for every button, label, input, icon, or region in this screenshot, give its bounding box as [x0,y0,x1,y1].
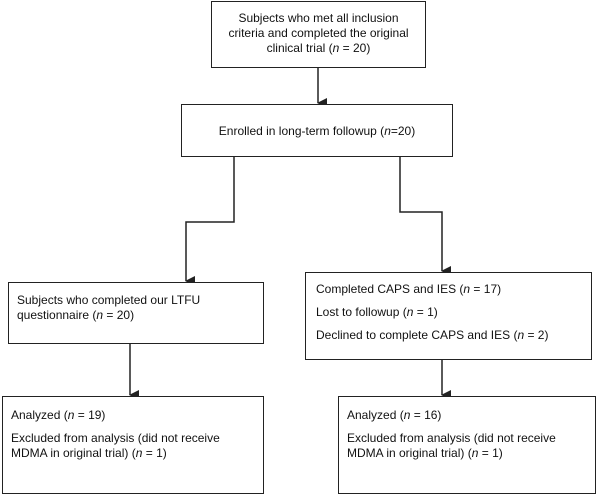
node-text: clinical trial (n = 20) [222,41,415,56]
arrow-enroll-to-caps [399,157,451,276]
n-symbol: n [406,305,414,319]
text-part: = 1) [478,446,503,460]
node-analyzed-right: Analyzed (n = 16) Excluded from analysis… [338,396,596,494]
node-text: Analyzed (n = 19) [11,408,255,423]
node-ltfu-questionnaire: Subjects who completed our LTFU question… [8,282,264,344]
text-part: MDMA in original trial) ( [11,446,136,460]
n-symbol: n [135,446,143,460]
node-text: Enrolled in long-term followup (n=20) [190,124,444,139]
node-text: Declined to complete CAPS and IES (n = 2… [316,328,581,343]
node-text: MDMA in original trial) (n = 1) [11,446,255,461]
text-part: Completed CAPS and IES ( [316,282,464,296]
arrow-enroll-to-ltfu [185,157,235,286]
n-symbol: n [517,328,525,342]
text-part: Lost to followup ( [316,305,407,319]
text-part: = 17) [470,282,502,296]
node-text: Excluded from analysis (did not receive [347,431,556,445]
n-symbol: n [403,408,411,422]
text-part: =20) [390,124,416,138]
n-symbol: n [332,41,340,55]
n-symbol: n [384,124,391,138]
node-text: Analyzed (n = 16) [347,408,587,423]
text-part: = 1) [413,305,438,319]
node-text: Lost to followup (n = 1) [316,305,581,320]
n-symbol: n [67,408,75,422]
text-part: = 19) [74,408,106,422]
text-part: clinical trial ( [266,41,333,55]
text-part: MDMA in original trial) ( [347,446,472,460]
node-text: Subjects who met all inclusion [238,11,399,25]
text-part: Enrolled in long-term followup ( [218,124,385,138]
n-symbol: n [471,446,479,460]
node-text: Excluded from analysis (did not receive [11,431,220,445]
node-eligible-subjects: Subjects who met all inclusion criteria … [211,1,426,68]
node-analyzed-left: Analyzed (n = 19) Excluded from analysis… [2,396,264,494]
node-text: MDMA in original trial) (n = 1) [347,446,587,461]
text-part: = 20) [339,41,371,55]
node-text: Completed CAPS and IES (n = 17) [316,282,581,297]
text-part: questionnaire ( [17,308,97,322]
node-text: Subjects who completed our LTFU [17,293,201,307]
text-part: = 16) [410,408,442,422]
text-part: Analyzed ( [11,408,68,422]
text-part: = 1) [142,446,167,460]
node-caps-ies: Completed CAPS and IES (n = 17) Lost to … [305,272,592,360]
text-part: Declined to complete CAPS and IES ( [316,328,518,342]
text-part: = 2) [524,328,549,342]
node-text: criteria and completed the original [228,26,409,40]
n-symbol: n [96,308,104,322]
text-part: Analyzed ( [347,408,404,422]
text-part: = 20) [103,308,135,322]
n-symbol: n [463,282,471,296]
node-enrolled-followup: Enrolled in long-term followup (n=20) [181,104,453,157]
node-text: questionnaire (n = 20) [17,308,255,323]
